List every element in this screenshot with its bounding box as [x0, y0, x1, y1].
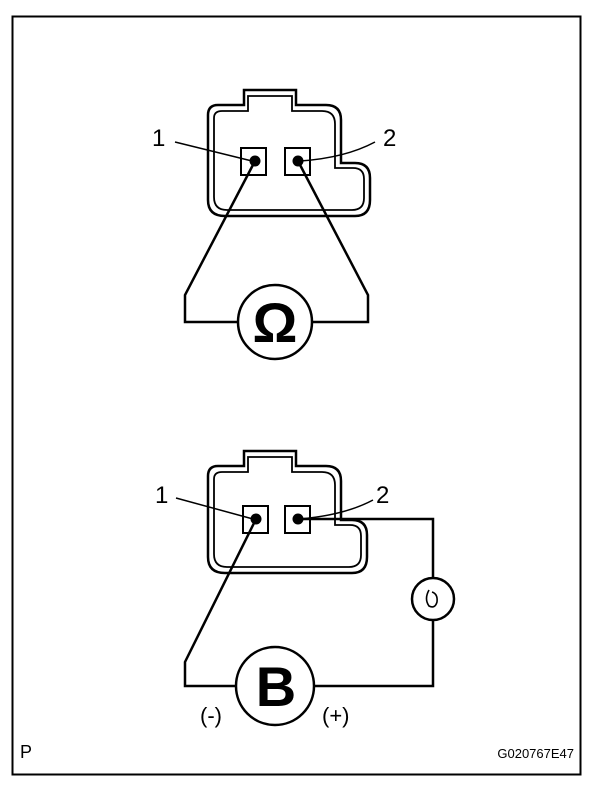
top-connector-housing-inner: [213, 95, 365, 211]
ohmmeter-body: [236, 283, 314, 361]
bottom-lead-positive: [298, 517, 435, 578]
test-lamp-filament: [425, 589, 438, 608]
top-pin-2-label: 2: [383, 125, 396, 152]
test-lamp-bulb: [410, 576, 456, 622]
bottom-pin-1-leader: [175, 497, 254, 520]
top-connector-assembly: 1 2 Ω: [152, 88, 396, 361]
figure-code: G020767E47: [497, 746, 574, 761]
bottom-connector-assembly: 1 2 B (-) (+): [155, 449, 456, 728]
ohmmeter-icon: Ω: [236, 283, 314, 361]
top-lead-left: [183, 160, 257, 324]
bottom-connector-housing-inner: [213, 456, 362, 568]
ohmmeter-symbol: Ω: [253, 291, 298, 354]
top-lead-right: [296, 160, 370, 324]
positive-terminal-label: (+): [322, 703, 350, 728]
top-pin-1-label: 1: [152, 125, 165, 152]
top-pin-1-leader: [174, 141, 253, 162]
battery-icon: B: [234, 645, 316, 727]
battery-symbol: B: [256, 655, 296, 718]
test-lamp-icon: [410, 576, 456, 622]
top-pin-2-cavity: [284, 147, 311, 176]
negative-terminal-label: (-): [200, 703, 222, 728]
battery-body: [234, 645, 316, 727]
figure-border: [11, 15, 582, 776]
bottom-lead-return: [314, 620, 435, 688]
bottom-connector-housing: [206, 449, 369, 575]
bottom-pin-1-label: 1: [155, 482, 168, 509]
top-connector-housing: [206, 88, 372, 218]
bottom-pin-2-label: 2: [376, 482, 389, 509]
bottom-lead-negative: [183, 518, 258, 688]
top-pin-2-leader: [299, 141, 376, 162]
corner-mark: P: [20, 742, 32, 762]
